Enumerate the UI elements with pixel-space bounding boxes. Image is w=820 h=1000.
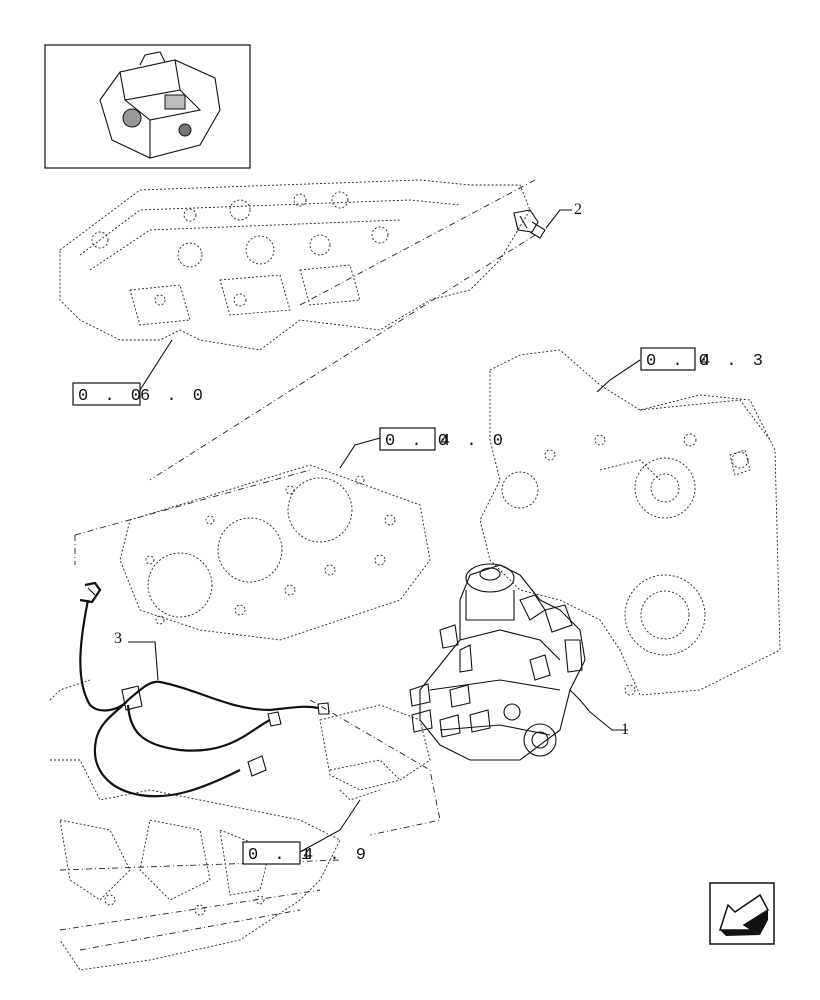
reference-box-text: 0 . 0 (385, 432, 451, 451)
engine-block-outline (49, 679, 341, 971)
callout-item-3: 3 (114, 630, 122, 647)
leader-ref-149 (299, 799, 361, 853)
sensor-fitting-item-2 (513, 209, 572, 239)
wiring-harness-item-3 (79, 581, 330, 798)
reference-box-text: 0 . 0 (78, 387, 144, 406)
callout-item-2: 2 (574, 201, 582, 218)
reference-box-text: 0 . 1 (248, 846, 314, 865)
gear-housing-outline (479, 349, 781, 696)
next-page-arrow-icon[interactable] (709, 882, 775, 945)
callout-item-1: 1 (621, 721, 629, 738)
leader-ref-040 (339, 437, 381, 469)
leader-ref-043 (596, 359, 641, 393)
guide-line-top (299, 179, 536, 306)
engine-thumbnail-icon[interactable] (44, 44, 251, 169)
bracket-outline (309, 699, 441, 836)
cylinder-head-outline (59, 179, 531, 351)
reference-0-04-0[interactable]: 0 . 0 4 . 0 (379, 427, 506, 451)
guide-line-mid (149, 234, 536, 481)
reference-tail-text: 4 . 9 (303, 846, 369, 865)
leader-ref-060 (139, 339, 173, 391)
head-gasket-outline (74, 464, 431, 641)
reference-0-04-3[interactable]: 0 . 0 4 . 3 (640, 347, 766, 371)
reference-tail-text: 6 . 0 (140, 387, 206, 406)
injection-pump-item-1 (409, 563, 628, 761)
reference-tail-text: 4 . 3 (700, 352, 766, 371)
reference-box-text: 0 . 0 (646, 352, 712, 371)
reference-0-14-9[interactable]: 0 . 1 4 . 9 (242, 841, 369, 865)
reference-tail-text: 4 . 0 (440, 432, 506, 451)
reference-0-06-0[interactable]: 0 . 0 6 . 0 (72, 382, 206, 406)
